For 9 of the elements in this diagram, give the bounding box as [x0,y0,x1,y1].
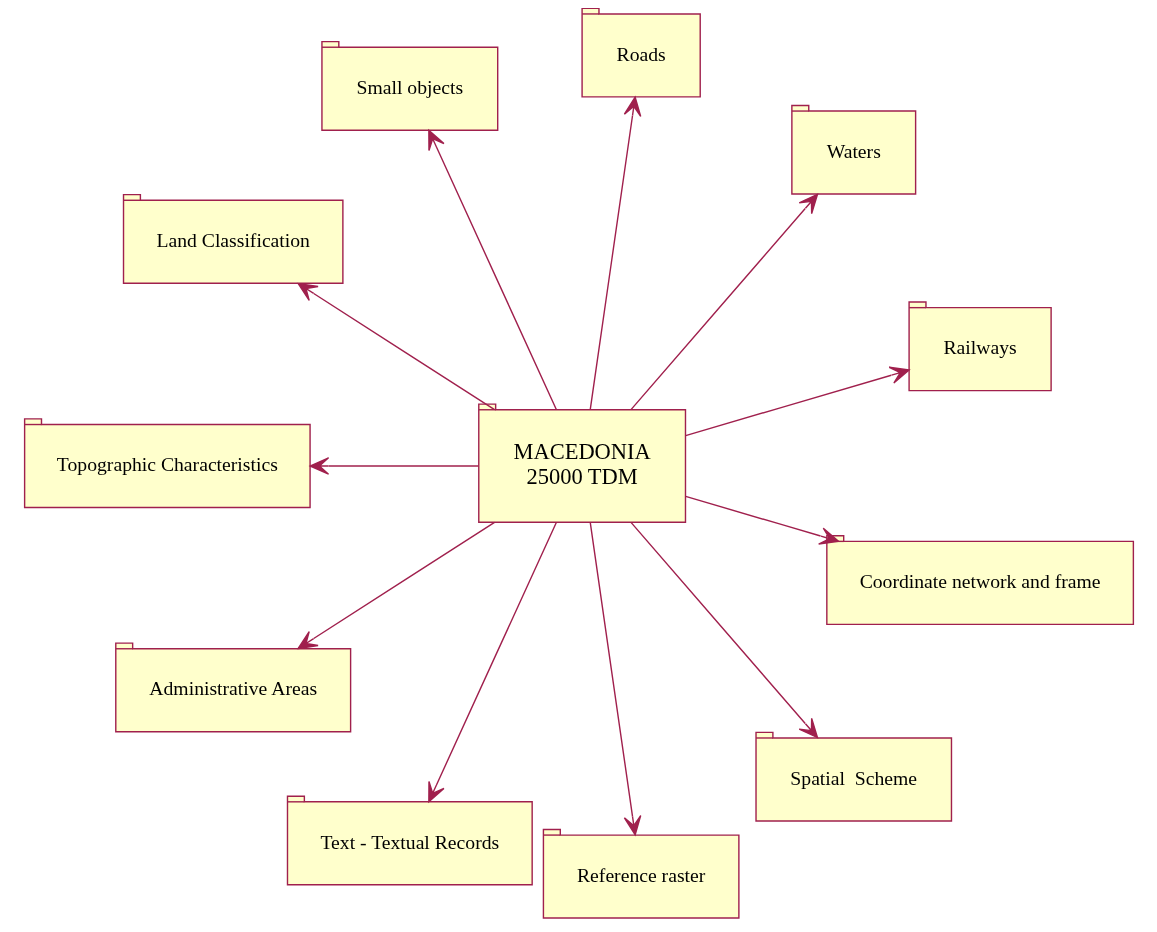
arrow [427,521,557,803]
arrow [297,521,495,650]
arrow [309,457,479,475]
arrow [589,521,641,836]
arrow [629,521,818,739]
arrow [589,96,641,411]
arrow [629,193,818,411]
arrow [684,495,839,545]
arrow [684,366,910,437]
